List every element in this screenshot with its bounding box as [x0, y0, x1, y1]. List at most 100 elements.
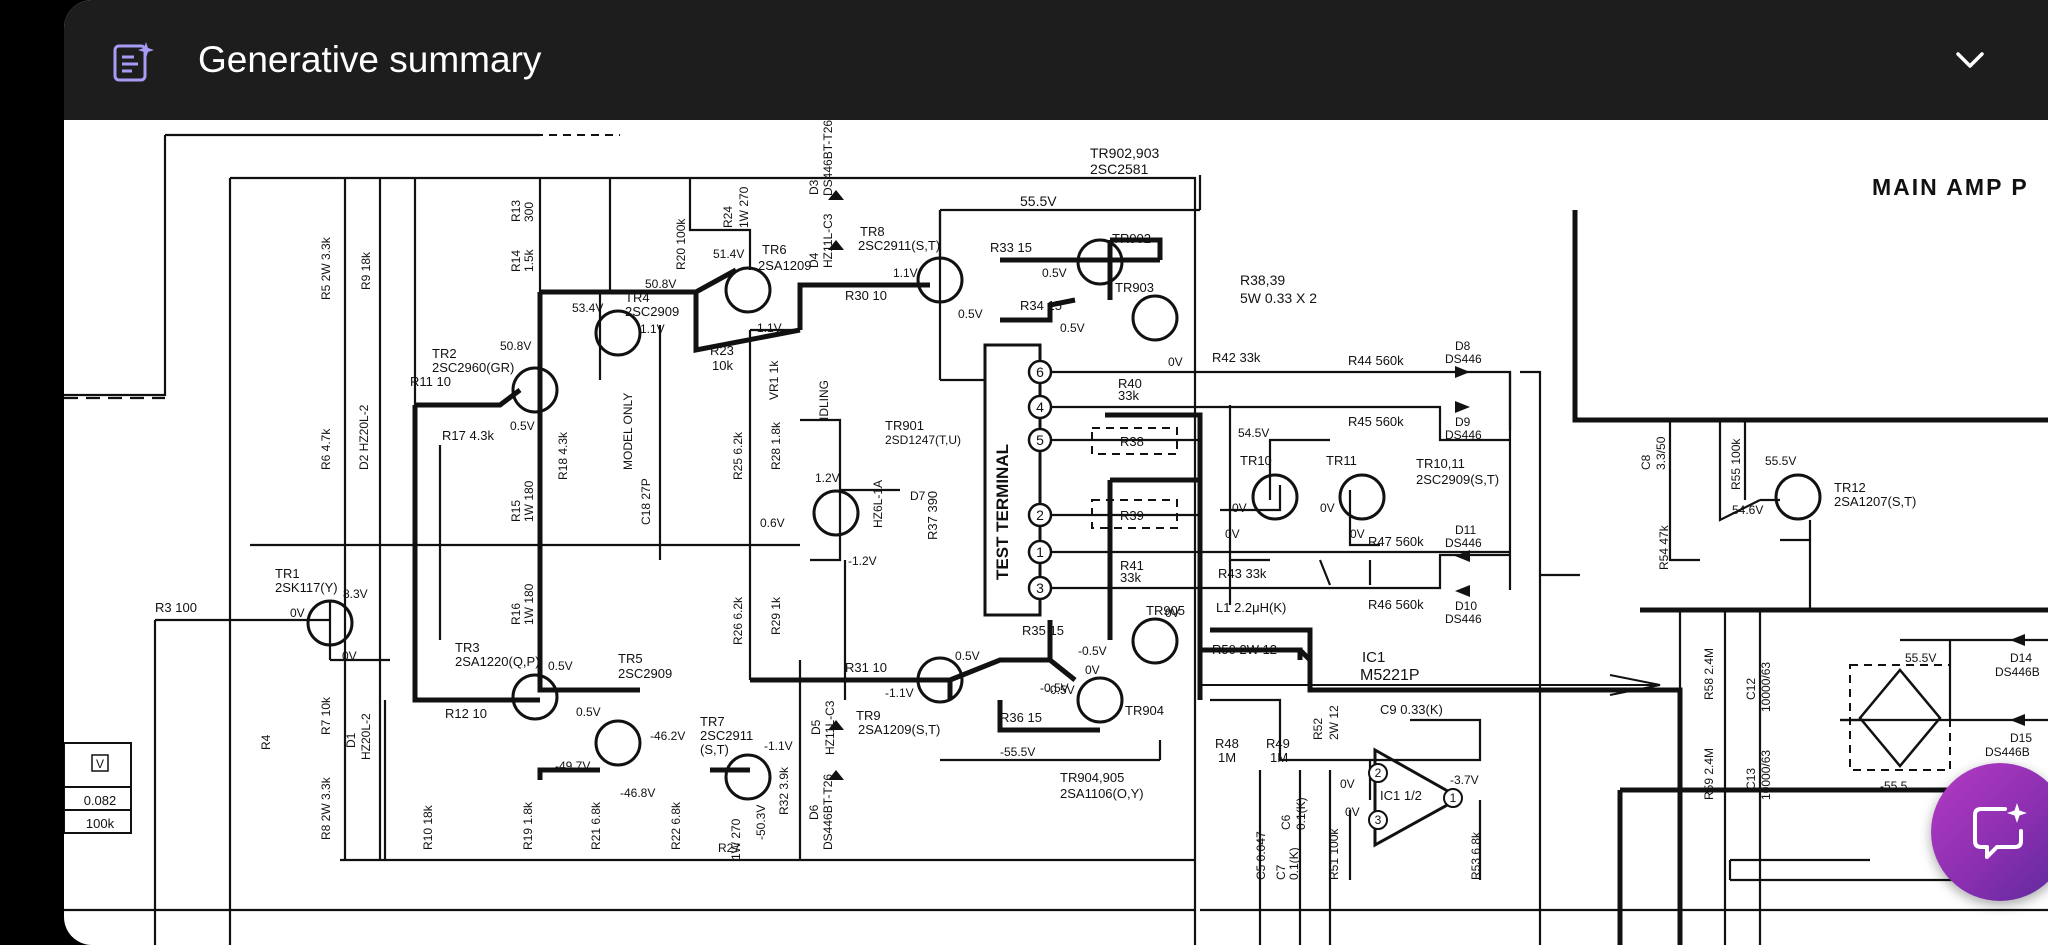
- svg-text:C13: C13: [1744, 768, 1758, 790]
- svg-text:TR11: TR11: [1326, 453, 1357, 468]
- voltage-annotations: 50.8V 51.4V 53.4V 50.8V 0.5V 1.1V 1.1V 1…: [290, 247, 1936, 840]
- svg-text:C18 27P: C18 27P: [639, 478, 653, 525]
- svg-text:33k: 33k: [1120, 570, 1141, 585]
- svg-text:TR905: TR905: [1146, 603, 1185, 618]
- svg-text:D14: D14: [2010, 651, 2032, 665]
- svg-text:D7: D7: [910, 489, 926, 503]
- svg-text:0V: 0V: [1085, 663, 1100, 677]
- svg-text:8.3V: 8.3V: [343, 587, 368, 601]
- svg-text:0V: 0V: [1165, 606, 1180, 620]
- svg-text:(S,T): (S,T): [700, 742, 729, 757]
- svg-text:1W 270: 1W 270: [729, 818, 743, 860]
- svg-text:0.5V: 0.5V: [548, 659, 573, 673]
- svg-text:IC1 1/2: IC1 1/2: [1380, 788, 1422, 803]
- svg-text:R46 560k: R46 560k: [1368, 597, 1424, 612]
- svg-text:2SC2909: 2SC2909: [618, 666, 672, 681]
- svg-text:R51 100k: R51 100k: [1327, 828, 1341, 880]
- svg-text:55.5V: 55.5V: [1905, 651, 1936, 665]
- svg-text:1M: 1M: [1218, 750, 1236, 765]
- svg-text:0.5V: 0.5V: [576, 705, 601, 719]
- svg-text:2SA1220(Q,P): 2SA1220(Q,P): [455, 654, 540, 669]
- chevron-down-icon[interactable]: [1950, 44, 1990, 76]
- svg-text:R13: R13: [509, 200, 523, 222]
- svg-text:R35 15: R35 15: [1022, 623, 1064, 638]
- svg-text:1W 180: 1W 180: [522, 480, 536, 522]
- svg-text:R19 1.8k: R19 1.8k: [521, 801, 535, 850]
- svg-text:TR902,903: TR902,903: [1090, 145, 1159, 161]
- svg-text:R28 1.8k: R28 1.8k: [769, 421, 783, 470]
- ai-assistant-button[interactable]: [1931, 763, 2048, 901]
- svg-text:6: 6: [1036, 364, 1044, 380]
- svg-text:R21 6.8k: R21 6.8k: [589, 801, 603, 850]
- svg-text:R47 560k: R47 560k: [1368, 534, 1424, 549]
- svg-text:R31 10: R31 10: [845, 660, 887, 675]
- svg-text:D4: D4: [807, 252, 821, 268]
- svg-text:10000/63: 10000/63: [1759, 750, 1773, 800]
- svg-text:R59 2.4M: R59 2.4M: [1702, 748, 1716, 800]
- svg-text:0.1(K): 0.1(K): [1287, 847, 1301, 880]
- svg-text:TEST TERMINAL: TEST TERMINAL: [993, 444, 1012, 580]
- svg-text:3: 3: [1375, 813, 1382, 827]
- svg-text:2W 12: 2W 12: [1327, 705, 1341, 740]
- svg-text:DS446BT-T26: DS446BT-T26: [821, 774, 835, 850]
- svg-text:R48: R48: [1215, 736, 1239, 751]
- svg-text:R58 2.4M: R58 2.4M: [1702, 648, 1716, 700]
- svg-text:R49: R49: [1266, 736, 1290, 751]
- svg-text:4: 4: [1036, 399, 1044, 415]
- svg-text:TR2: TR2: [432, 346, 457, 361]
- svg-text:D3: D3: [807, 179, 821, 195]
- svg-text:TR904,905: TR904,905: [1060, 770, 1124, 785]
- dashed-enclosures: [535, 134, 1951, 771]
- svg-text:TR10,11: TR10,11: [1416, 456, 1465, 471]
- svg-text:0.5V: 0.5V: [1042, 266, 1067, 280]
- svg-text:R52: R52: [1311, 718, 1325, 740]
- generative-summary-header[interactable]: Generative summary: [64, 0, 2048, 120]
- svg-text:TR3: TR3: [455, 640, 480, 655]
- svg-text:R37 390: R37 390: [925, 491, 940, 540]
- svg-text:-49.7V: -49.7V: [555, 759, 590, 773]
- svg-text:5: 5: [1036, 432, 1044, 448]
- svg-text:HZ6L-1A: HZ6L-1A: [871, 480, 885, 528]
- svg-text:-55.5V: -55.5V: [1000, 745, 1035, 759]
- svg-text:R10 18k: R10 18k: [421, 804, 435, 850]
- svg-text:0.5V: 0.5V: [958, 307, 983, 321]
- svg-text:R7 10k: R7 10k: [319, 696, 333, 735]
- generative-summary-icon: [113, 42, 154, 82]
- svg-text:TR1: TR1: [275, 566, 300, 581]
- svg-text:D2 HZ20L-2: D2 HZ20L-2: [357, 404, 371, 470]
- svg-text:2SA1209(S,T): 2SA1209(S,T): [858, 722, 940, 737]
- circuit-schematic: 645 213 231: [64, 120, 2048, 945]
- svg-text:D6: D6: [807, 804, 821, 820]
- svg-text:0V: 0V: [1168, 355, 1183, 369]
- schematic-heading: MAIN AMP P: [1872, 174, 2029, 200]
- svg-text:C6: C6: [1279, 814, 1293, 830]
- document-frame: Generative summary: [64, 0, 2048, 945]
- svg-text:R29 1k: R29 1k: [769, 596, 783, 635]
- svg-text:R15: R15: [509, 500, 523, 522]
- svg-text:5W 0.33 X 2: 5W 0.33 X 2: [1240, 290, 1317, 306]
- svg-text:R50 2W 12: R50 2W 12: [1212, 642, 1277, 657]
- svg-text:TR8: TR8: [860, 224, 885, 239]
- svg-text:-46.8V: -46.8V: [620, 786, 655, 800]
- svg-text:-1.1V: -1.1V: [885, 686, 914, 700]
- svg-text:R23: R23: [710, 343, 734, 358]
- svg-text:R17 4.3k: R17 4.3k: [442, 428, 495, 443]
- svg-text:2SC2909: 2SC2909: [625, 304, 679, 319]
- value-table-head: V: [96, 757, 104, 771]
- svg-text:2SC2911: 2SC2911: [700, 728, 753, 743]
- test-terminal-box: [983, 343, 1042, 617]
- svg-text:300: 300: [522, 202, 536, 222]
- svg-text:R42 33k: R42 33k: [1212, 350, 1261, 365]
- svg-text:R33 15: R33 15: [990, 240, 1032, 255]
- svg-text:3.3/50: 3.3/50: [1654, 436, 1668, 470]
- svg-text:R43 33k: R43 33k: [1218, 566, 1267, 581]
- svg-text:-0.5V: -0.5V: [1046, 683, 1075, 697]
- svg-text:R55 100k: R55 100k: [1729, 438, 1743, 490]
- svg-text:0V: 0V: [1340, 777, 1355, 791]
- svg-text:-1.1V: -1.1V: [764, 739, 793, 753]
- svg-text:D15: D15: [2010, 731, 2032, 745]
- svg-text:R25 6.2k: R25 6.2k: [731, 431, 745, 480]
- value-table-row-1: 0.082: [84, 793, 117, 808]
- svg-text:TR12: TR12: [1834, 480, 1866, 495]
- svg-text:50.8V: 50.8V: [645, 277, 676, 291]
